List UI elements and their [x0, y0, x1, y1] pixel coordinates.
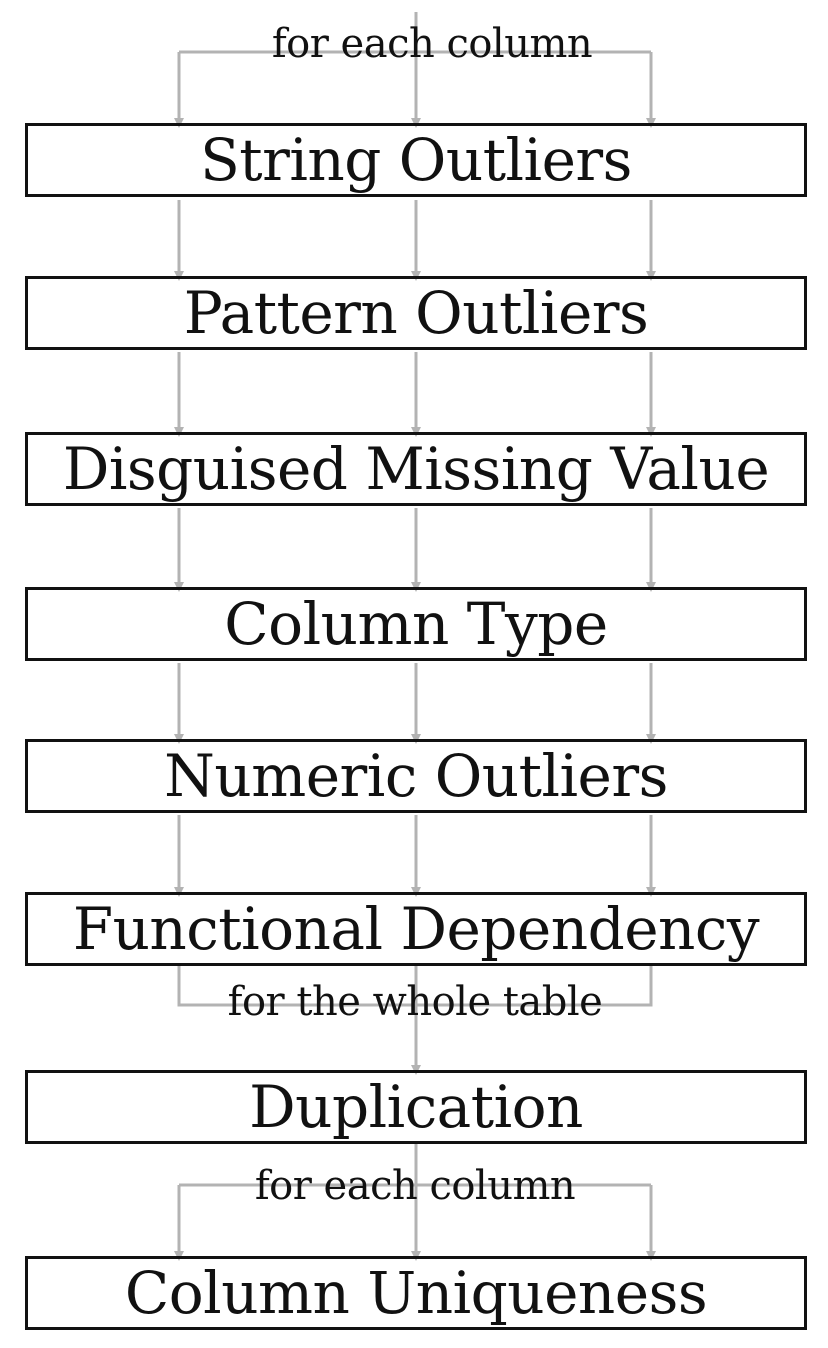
stage-column-uniqueness: Column Uniqueness — [25, 1256, 807, 1330]
scope-label-bottom: for each column — [254, 1163, 576, 1209]
stage-numeric-outliers: Numeric Outliers — [25, 739, 807, 813]
stage-functional-dependency: Functional Dependency — [25, 892, 807, 966]
stage-disguised-missing-value: Disguised Missing Value — [25, 432, 807, 506]
scope-label-whole-table: for the whole table — [227, 979, 603, 1025]
stage-label: Functional Dependency — [72, 895, 760, 963]
stage-label: String Outliers — [200, 126, 632, 194]
stage-pattern-outliers: Pattern Outliers — [25, 276, 807, 350]
stage-label: Numeric Outliers — [164, 742, 668, 810]
stage-string-outliers: String Outliers — [25, 123, 807, 197]
scope-label-top: for each column — [271, 21, 593, 67]
stage-label: Pattern Outliers — [183, 279, 649, 347]
stage-column-type: Column Type — [25, 587, 807, 661]
stage-label: Disguised Missing Value — [62, 435, 770, 503]
stage-label: Column Uniqueness — [124, 1259, 708, 1327]
stage-duplication: Duplication — [25, 1070, 807, 1144]
stage-label: Column Type — [224, 590, 608, 658]
stage-label: Duplication — [249, 1073, 583, 1141]
